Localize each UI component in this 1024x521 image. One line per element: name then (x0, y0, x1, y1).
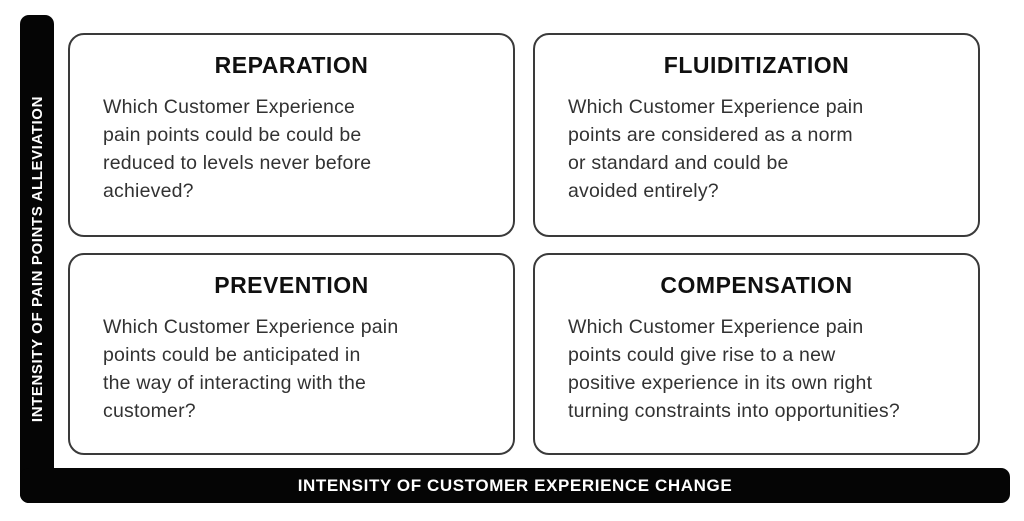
quadrant-reparation-body: Which Customer Experience pain points co… (103, 96, 372, 202)
y-axis-label: INTENSITY OF PAIN POINTS ALLEVIATION (28, 95, 46, 423)
x-axis-label: INTENSITY OF CUSTOMER EXPERIENCE CHANGE (297, 475, 733, 495)
quadrant-compensation-title: COMPENSATION (660, 272, 853, 298)
x-axis-bar: INTENSITY OF CUSTOMER EXPERIENCE CHANGE (20, 468, 1010, 503)
quadrant-prevention: PREVENTION Which Customer Experience pai… (68, 253, 515, 455)
quadrant-reparation: REPARATION Which Customer Experience pai… (68, 33, 515, 237)
y-axis-bar: INTENSITY OF PAIN POINTS ALLEVIATION (20, 15, 54, 503)
quadrant-fluiditization: FLUIDITIZATION Which Customer Experience… (533, 33, 980, 237)
quadrant-reparation-title: REPARATION (214, 52, 369, 78)
quadrant-fluiditization-body: Which Customer Experience pain points ar… (568, 96, 864, 202)
quadrant-compensation: COMPENSATION Which Customer Experience p… (533, 253, 980, 455)
quadrant-prevention-title: PREVENTION (214, 272, 369, 298)
quadrant-prevention-body: Which Customer Experience pain points co… (103, 316, 399, 422)
quadrant-fluiditization-title: FLUIDITIZATION (663, 52, 850, 78)
quadrant-compensation-body: Which Customer Experience pain points co… (568, 316, 900, 422)
